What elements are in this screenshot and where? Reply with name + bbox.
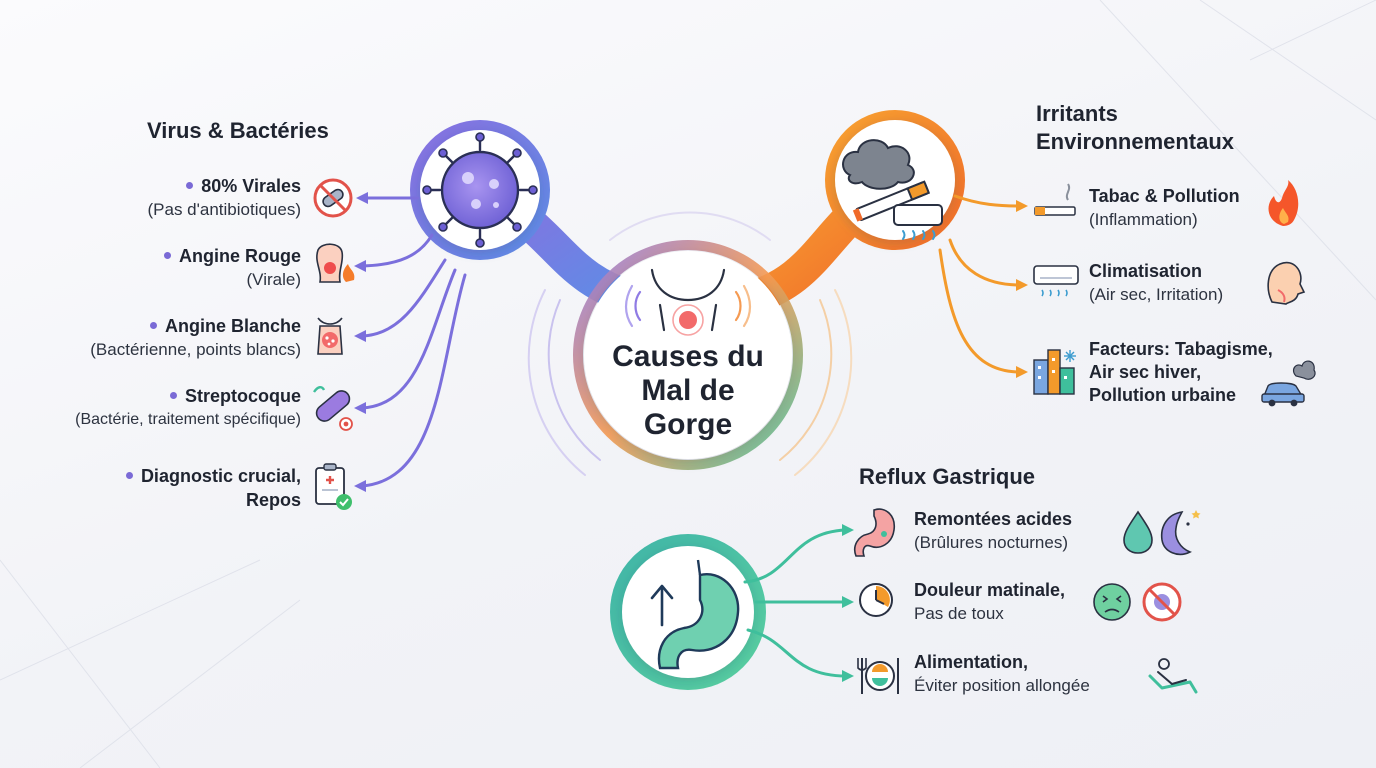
bullet-dot [149, 321, 157, 329]
center-title: Causes du Mal de Gorge [590, 340, 786, 442]
red-throat-icon [316, 243, 355, 283]
car-smoke-icon [1261, 360, 1316, 407]
center-title-line-1: Causes du [612, 340, 764, 373]
irritants-item-3-line-1: Facteurs: Tabagisme, [1089, 339, 1273, 359]
reflux-item-1-label: Remontées acides [914, 509, 1073, 529]
virus-item-4-label: Streptocoque [184, 386, 301, 406]
virus-item-1-label: 80% Virales [201, 176, 301, 196]
bullet-dot [186, 181, 194, 189]
irritants-item-2-line-2: (Air sec, Irritation) [1089, 285, 1224, 304]
irritants-heading-line-2: Environnementaux [1036, 129, 1235, 154]
reflux-item-3: Alimentation, Éviter position allongée [914, 650, 1090, 698]
clipboard-check-icon [315, 463, 352, 510]
reflux-item-3-sub: Éviter position allongée [914, 676, 1090, 695]
virus-item-1: 80% Virales (Pas d'antibiotiques) [148, 174, 302, 222]
virus-arrowheads [354, 192, 368, 492]
clock-icon [859, 583, 893, 617]
virus-item-4: Streptocoque (Bactérie, traitement spéci… [75, 384, 301, 432]
center-ripples [527, 211, 853, 476]
reflux-arrowheads [842, 524, 854, 682]
irritants-item-2-line-1: Climatisation [1089, 261, 1203, 281]
virus-item-2-label: Angine Rouge [179, 246, 301, 266]
irritants-item-1-line-2: (Inflammation) [1089, 210, 1198, 229]
air-conditioner-icon [1033, 265, 1079, 297]
irritants-item-3-line-3: Pollution urbaine [1089, 385, 1236, 405]
sick-face-icon [1093, 583, 1131, 621]
virus-heading: Virus & Bactéries [147, 118, 329, 143]
irritants-item-3: Facteurs: Tabagisme, Air sec hiver, Poll… [1089, 338, 1273, 407]
reflux-item-3-label: Alimentation, [914, 652, 1029, 672]
irritants-heading: Irritants Environnementaux [1036, 100, 1234, 156]
moon-icon [1160, 510, 1201, 556]
lying-down-icon [1148, 658, 1198, 694]
reflux-item-1-sub: (Brûlures nocturnes) [914, 533, 1069, 552]
reflux-item-2-label: Douleur matinale, [914, 580, 1066, 600]
bullet-dot [164, 251, 171, 259]
smoke-cigarette-icon [842, 139, 943, 240]
reflux-item-2-sub: Pas de toux [914, 604, 1004, 623]
irritants-heading-line-1: Irritants [1036, 101, 1118, 126]
cigarette-icon [1034, 183, 1076, 216]
irritants-item-2: Climatisation (Air sec, Irritation) [1089, 260, 1223, 306]
bullet-dot [125, 471, 133, 479]
virus-item-2: Angine Rouge (Virale) [164, 244, 301, 292]
center-title-line-2: Mal de [641, 374, 735, 407]
irritants-item-3-line-2: Air sec hiver, [1089, 362, 1202, 382]
virus-item-5-sub: Repos [245, 490, 301, 510]
reflux-item-2: Douleur matinale, Pas de toux [914, 578, 1065, 626]
virus-item-1-sub: (Pas d'antibiotiques) [147, 200, 302, 219]
plate-icon [857, 658, 899, 694]
virus-item-5-label: Diagnostic crucial, [140, 466, 301, 486]
virus-icon [422, 132, 538, 248]
throat-icon [624, 268, 752, 336]
reflux-item-1: Remontées acides (Brûlures nocturnes) [914, 507, 1072, 555]
virus-item-3-label: Angine Blanche [164, 316, 301, 336]
virus-item-3: Angine Blanche (Bactérienne, points blan… [90, 314, 301, 362]
irritants-arrowheads [1016, 200, 1028, 378]
irritants-branches [938, 194, 1022, 374]
bacteria-icon [313, 386, 353, 431]
drop-icon [1123, 510, 1153, 554]
stomach-reflux-icon [650, 559, 740, 670]
virus-item-4-sub: (Bactérie, traitement spécifique) [75, 411, 301, 428]
virus-item-3-sub: (Bactérienne, points blancs) [90, 340, 301, 359]
no-pill-icon [313, 178, 353, 218]
white-spots-throat-icon [317, 317, 343, 355]
virus-branches [360, 196, 467, 488]
stomach-small-icon [853, 508, 896, 557]
virus-item-2-sub: (Virale) [246, 270, 301, 289]
virus-item-5: Diagnostic crucial, Repos [125, 464, 301, 512]
fire-icon [1268, 180, 1299, 226]
head-profile-icon [1267, 261, 1306, 305]
city-icon [1033, 349, 1076, 395]
irritants-item-1-line-1: Tabac & Pollution [1089, 186, 1240, 206]
no-cough-icon [1142, 582, 1182, 622]
bullet-dot [169, 391, 177, 399]
reflux-heading: Reflux Gastrique [859, 464, 1036, 489]
irritants-item-1: Tabac & Pollution (Inflammation) [1089, 185, 1240, 231]
center-title-line-3: Gorge [643, 408, 733, 441]
reflux-branches [743, 528, 848, 678]
